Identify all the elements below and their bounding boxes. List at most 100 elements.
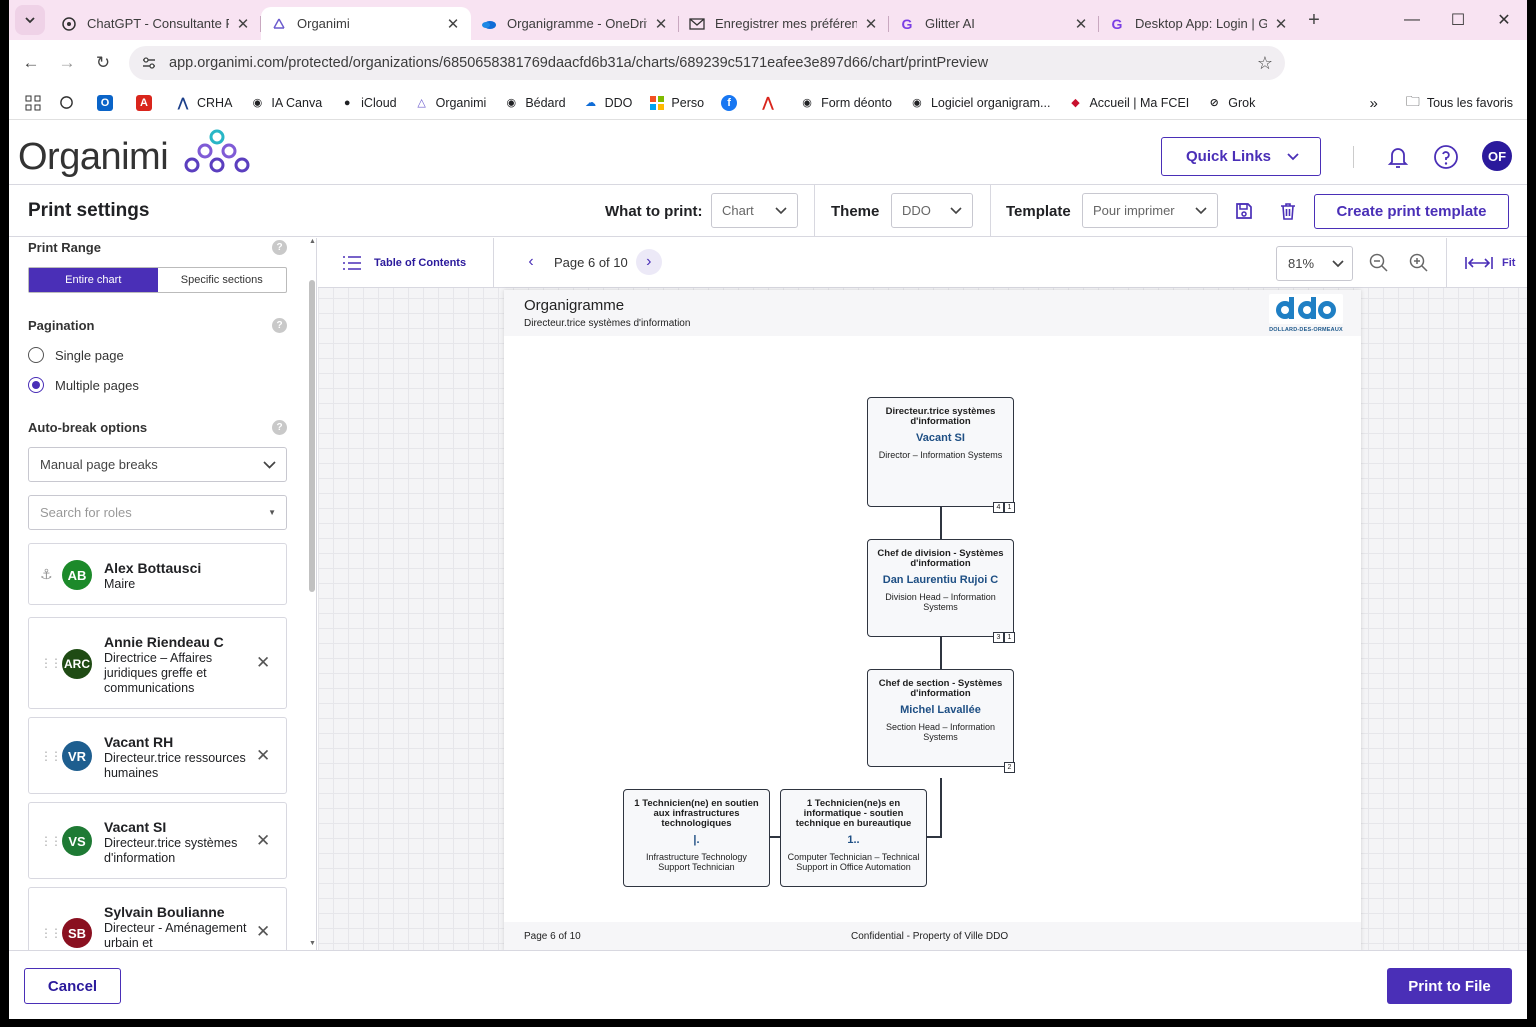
specific-sections-option[interactable]: Specific sections <box>180 274 263 286</box>
bookmark-facebook[interactable]: f <box>721 94 743 111</box>
close-tab-icon[interactable]: ✕ <box>1074 15 1088 33</box>
bookmark-chatgpt[interactable] <box>58 95 80 111</box>
remove-icon[interactable]: ✕ <box>256 746 271 765</box>
site-settings-icon[interactable] <box>141 56 157 70</box>
search-roles-input[interactable]: Search for roles ▼ <box>28 495 287 530</box>
zoom-out-icon[interactable] <box>1368 252 1390 274</box>
fcei-icon: ◆ <box>1071 97 1080 109</box>
bookmark-logiciel[interactable]: ◉Logiciel organigram... <box>909 95 1050 111</box>
bookmark-icloud[interactable]: ●iCloud <box>339 95 397 111</box>
help-icon[interactable]: ? <box>272 420 287 435</box>
forward-icon[interactable]: → <box>58 53 76 72</box>
multiple-pages-radio[interactable]: Multiple pages <box>28 377 139 393</box>
apps-grid-icon[interactable] <box>25 95 41 111</box>
close-window-icon[interactable]: ✕ <box>1497 12 1511 29</box>
bookmark-adobe[interactable]: ⋀ <box>760 94 782 111</box>
tab-glitter-login[interactable]: G Desktop App: Login | Glitter ✕ <box>1099 7 1299 40</box>
remove-icon[interactable]: ✕ <box>256 831 271 850</box>
zoom-select[interactable]: 81% <box>1276 246 1353 281</box>
adobe-icon: ⋀ <box>762 94 774 110</box>
user-avatar[interactable]: OF <box>1482 141 1512 171</box>
person-card[interactable]: ⋮⋮ ARC Annie Riendeau C Directrice – Aff… <box>28 617 287 709</box>
bookmark-perso[interactable]: Perso <box>649 95 704 111</box>
remove-icon[interactable]: ✕ <box>256 922 271 941</box>
person-card[interactable]: ⋮⋮ VS Vacant SI Directeur.trice systèmes… <box>28 802 287 879</box>
bookmark-outlook[interactable]: O <box>97 94 119 111</box>
entire-chart-option[interactable]: Entire chart <box>29 268 158 292</box>
auto-break-heading: Auto-break options <box>28 420 148 435</box>
help-circle-icon[interactable] <box>1433 144 1459 170</box>
tab-organimi[interactable]: Organimi ✕ <box>261 7 471 40</box>
person-card[interactable]: ⚓ AB Alex Bottausci Maire <box>28 543 287 605</box>
org-node[interactable]: Chef de section - Systèmes d'information… <box>867 669 1015 773</box>
close-tab-icon[interactable]: ✕ <box>654 15 668 33</box>
help-icon[interactable]: ? <box>272 318 287 333</box>
back-icon[interactable]: ← <box>22 53 40 72</box>
bookmark-ddo[interactable]: ☁DDO <box>583 95 632 111</box>
close-tab-icon[interactable]: ✕ <box>864 15 878 33</box>
quick-links-button[interactable]: Quick Links <box>1161 137 1321 176</box>
bookmark-star-icon[interactable]: ☆ <box>1256 53 1273 73</box>
print-to-file-button[interactable]: Print to File <box>1387 968 1512 1004</box>
create-print-template-button[interactable]: Create print template <box>1314 194 1509 229</box>
table-of-contents-button[interactable]: Table of Contents <box>318 238 494 288</box>
all-bookmarks-link[interactable]: Tous les favoris <box>1426 96 1513 110</box>
remove-icon[interactable]: ✕ <box>256 653 271 672</box>
what-to-print-select[interactable]: Chart <box>711 193 798 228</box>
scrollbar-thumb[interactable] <box>309 280 315 592</box>
scroll-up-icon[interactable]: ▲ <box>309 238 316 245</box>
help-icon[interactable]: ? <box>272 240 287 255</box>
theme-select[interactable]: DDO <box>891 193 973 228</box>
close-tab-icon[interactable]: ✕ <box>1274 15 1288 33</box>
url-bar[interactable]: app.organimi.com/protected/organizations… <box>129 46 1285 80</box>
tab-strip: ChatGPT - Consultante RH ✕ Organimi ✕ Or… <box>9 0 1527 40</box>
tab-chatgpt[interactable]: ChatGPT - Consultante RH ✕ <box>51 7 261 40</box>
new-tab-button[interactable]: + <box>1308 8 1320 31</box>
next-page-icon[interactable]: › <box>635 249 662 275</box>
chevron-double-right-icon[interactable]: » <box>1369 94 1378 112</box>
fit-button[interactable]: Fit <box>1446 238 1527 288</box>
org-node[interactable]: Chef de division - Systèmes d'informatio… <box>867 539 1015 643</box>
cancel-button[interactable]: Cancel <box>24 968 121 1004</box>
drag-handle-icon[interactable]: ⋮⋮ <box>40 926 62 940</box>
close-tab-icon[interactable]: ✕ <box>236 15 250 33</box>
save-icon[interactable] <box>1234 201 1254 221</box>
trash-icon[interactable] <box>1278 201 1298 221</box>
minimize-icon[interactable]: — <box>1404 11 1420 28</box>
single-page-radio[interactable]: Single page <box>28 347 124 363</box>
drag-handle-icon[interactable]: ⋮⋮ <box>40 656 62 670</box>
bookmark-ia-canva[interactable]: ◉IA Canva <box>249 95 323 111</box>
bookmark-crha[interactable]: ⋀CRHA <box>175 95 233 111</box>
org-node[interactable]: 1 Technicien(ne) en soutien aux infrastr… <box>623 789 770 887</box>
ddo-logo: DOLLARD-DES-ORMEAUX <box>1269 294 1343 333</box>
bookmark-bedard[interactable]: ◉Bédard <box>503 95 566 111</box>
scroll-down-icon[interactable]: ▼ <box>309 940 316 947</box>
bookmark-acrobat[interactable]: A <box>136 94 158 111</box>
tab-onedrive[interactable]: Organigramme - OneDrive ✕ <box>471 7 679 40</box>
theme-label: Theme <box>831 203 880 220</box>
maximize-icon[interactable]: ☐ <box>1450 12 1466 29</box>
organimi-logo[interactable]: Organimi <box>18 136 169 178</box>
drag-handle-icon[interactable]: ⋮⋮ <box>40 749 62 763</box>
bookmark-form-deonto[interactable]: ◉Form déonto <box>799 95 892 111</box>
auto-break-select[interactable]: Manual page breaks <box>28 447 287 482</box>
panel-scrollbar[interactable]: ▲ ▼ <box>308 238 316 950</box>
person-card[interactable]: ⋮⋮ SB Sylvain Boulianne Directeur - Amén… <box>28 887 287 950</box>
drag-handle-icon[interactable]: ⋮⋮ <box>40 834 62 848</box>
zoom-in-icon[interactable] <box>1408 252 1430 274</box>
tab-search-button[interactable] <box>15 5 45 35</box>
tab-preferences[interactable]: Enregistrer mes préférences ✕ <box>679 7 889 40</box>
url-text[interactable]: app.organimi.com/protected/organizations… <box>169 55 989 71</box>
bookmark-fcei[interactable]: ◆Accueil | Ma FCEI <box>1067 95 1189 111</box>
org-node[interactable]: 1 Technicien(ne)s en informatique - sout… <box>780 789 927 887</box>
close-tab-icon[interactable]: ✕ <box>446 15 460 33</box>
tab-glitter[interactable]: G Glitter AI ✕ <box>889 7 1099 40</box>
reload-icon[interactable]: ↻ <box>95 53 111 72</box>
org-node[interactable]: Directeur.trice systèmes d'information V… <box>867 397 1015 513</box>
bookmark-grok[interactable]: ⊘Grok <box>1206 95 1256 111</box>
template-select[interactable]: Pour imprimer <box>1082 193 1218 228</box>
previous-page-icon[interactable]: ‹ <box>528 253 534 270</box>
bookmark-organimi[interactable]: △Organimi <box>414 95 486 111</box>
bell-icon[interactable] <box>1386 144 1410 170</box>
person-card[interactable]: ⋮⋮ VR Vacant RH Directeur.trice ressourc… <box>28 717 287 794</box>
